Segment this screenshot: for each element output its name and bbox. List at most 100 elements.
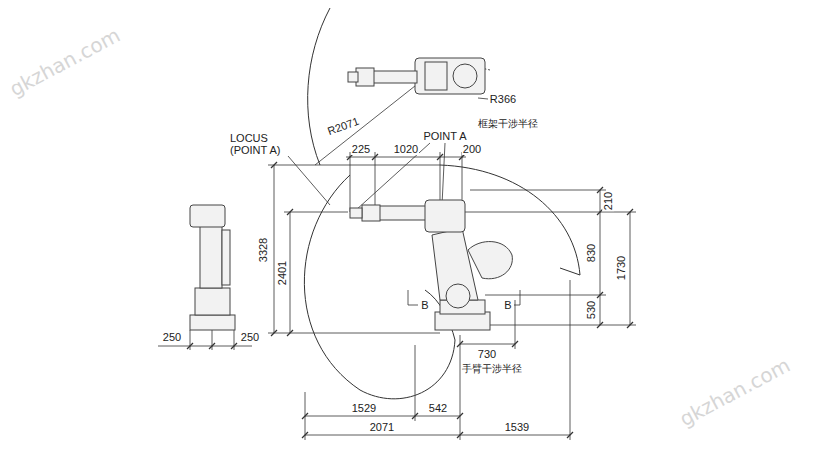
leader-line	[442, 143, 445, 205]
dimension-line	[346, 157, 466, 158]
dimension-line	[305, 435, 570, 436]
dimension-tick	[187, 154, 633, 438]
robot-side-view	[350, 208, 362, 218]
dimension-line	[470, 190, 606, 191]
note-label: 手臂干涉半径	[461, 363, 523, 375]
leader-line	[408, 290, 409, 305]
note-label: 框架干涉半径	[477, 118, 539, 130]
leader-line	[288, 82, 520, 305]
watermark: gkzhan.com	[5, 23, 124, 100]
dimension-line	[460, 335, 461, 440]
dimension-label: R366	[489, 93, 517, 105]
dimension-tick	[302, 413, 308, 419]
dimension-tick	[302, 432, 308, 438]
leader-line	[478, 98, 488, 99]
dimension-line	[290, 212, 291, 333]
dimension-label: 830	[585, 243, 597, 263]
robot-side-view	[435, 312, 490, 330]
robot-front-view	[222, 230, 230, 285]
dimension-label: 2401	[276, 260, 288, 286]
dimension-label: 1020	[393, 143, 419, 155]
dimension-label: B	[420, 299, 429, 311]
dimension-line	[570, 280, 571, 440]
dimension-tick	[231, 343, 237, 349]
dimension-line	[268, 333, 440, 334]
dimension-line	[284, 212, 348, 213]
dimension-tick	[627, 209, 633, 215]
dimension-label: 1539	[504, 421, 530, 433]
dimension-label: 250	[162, 331, 182, 343]
dimension-tick	[512, 341, 518, 347]
dimension-label: R2071	[325, 114, 361, 137]
dimension-tick	[187, 343, 193, 349]
robot-front-view	[190, 205, 225, 227]
dimension-line	[460, 344, 515, 345]
leader-line	[288, 156, 330, 205]
dimension-line	[268, 165, 440, 166]
dimension-tick	[412, 413, 418, 419]
dimension-line	[305, 416, 460, 417]
dimension-tick	[271, 162, 277, 168]
dimension-tick	[372, 154, 378, 160]
leader-line	[315, 82, 420, 165]
dimension-tick	[597, 322, 603, 328]
robot-front-view	[200, 225, 222, 288]
dimension-tick	[287, 330, 293, 336]
robot-side-view	[362, 205, 380, 221]
robot-front-view	[195, 288, 230, 315]
dimension-label: 730	[477, 348, 497, 360]
dimension-line	[350, 152, 351, 212]
robot-top-view	[348, 58, 490, 94]
dimension-line	[158, 346, 252, 347]
dimension-line	[274, 165, 275, 333]
robot-top-view	[415, 58, 485, 94]
dimension-label: 2071	[369, 421, 395, 433]
robot-top-view	[356, 68, 374, 86]
dimension-tick	[437, 154, 443, 160]
robot-top-view	[425, 62, 447, 90]
robot-top-view	[453, 64, 477, 88]
robot-top-view	[372, 71, 417, 83]
dimension-label: 3328	[257, 237, 269, 263]
dimension-label: 530	[585, 300, 597, 320]
work-envelope	[304, 8, 580, 399]
dimension-tick	[597, 292, 603, 298]
dimension-label: 225	[351, 143, 371, 155]
dimension-label: 210	[602, 191, 614, 211]
dimension-tick	[457, 413, 463, 419]
dimension-tick	[457, 341, 463, 347]
dimension-line	[600, 190, 601, 325]
dimension-tick	[567, 432, 573, 438]
robot-front-view	[190, 315, 235, 330]
leader-line	[514, 305, 520, 306]
watermark: gkzhan.com	[675, 353, 794, 430]
dimension-tick	[627, 322, 633, 328]
dimension-label: 1730	[615, 255, 627, 281]
robot-front-view	[190, 205, 235, 330]
dimension-tick	[287, 209, 293, 215]
leader-line	[520, 290, 521, 305]
dimension-line	[415, 345, 416, 421]
robot-side-view	[378, 206, 428, 220]
leader-line	[408, 305, 418, 306]
robot-side-view	[468, 242, 512, 279]
dimension-label: POINT A	[422, 130, 467, 142]
dimension-tick	[271, 330, 277, 336]
dimension-line	[485, 295, 606, 296]
dimension-tick	[209, 343, 215, 349]
callout-label: LOCUS (POINT A)	[229, 132, 295, 156]
dimension-label: 250	[240, 331, 260, 343]
dimension-label: B	[503, 299, 512, 311]
dimension-line	[462, 212, 636, 213]
robot-top-view	[348, 72, 358, 82]
dimension-line	[630, 212, 631, 325]
dimension-label: 200	[462, 143, 482, 155]
robot-side-view	[446, 284, 470, 308]
dimension-line	[158, 152, 636, 440]
dimension-line	[515, 300, 516, 349]
robot-side-view	[425, 200, 465, 232]
robot-side-view	[350, 200, 512, 330]
work-envelope	[308, 8, 330, 165]
